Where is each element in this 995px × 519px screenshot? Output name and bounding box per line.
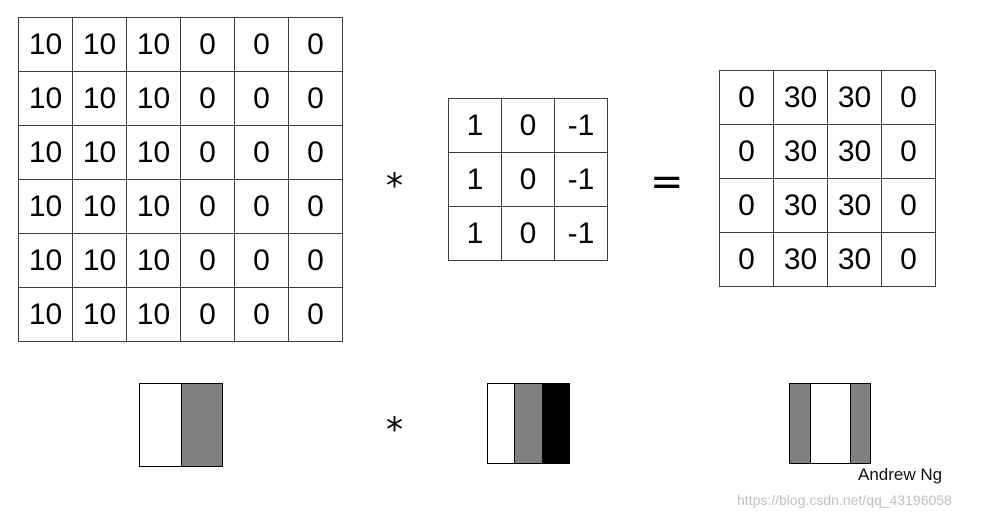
author-credit: Andrew Ng xyxy=(858,465,943,484)
matrix-cell: 30 xyxy=(773,124,828,179)
matrix-cell: 0 xyxy=(288,125,343,180)
matrix-cell: 1 xyxy=(448,206,502,261)
matrix-cell: 0 xyxy=(288,71,343,126)
equals-sign: = xyxy=(650,159,684,205)
matrix-cell: 10 xyxy=(126,125,181,180)
intensity-segment xyxy=(140,384,181,466)
matrix-cell: 0 xyxy=(501,98,555,153)
matrix-cell: 10 xyxy=(72,233,127,288)
matrix-cell: 10 xyxy=(72,125,127,180)
filter-intensity-bar xyxy=(487,383,570,464)
matrix-cell: 0 xyxy=(288,287,343,342)
matrix-cell: 10 xyxy=(72,17,127,72)
matrix-cell: 0 xyxy=(881,70,936,125)
intensity-segment xyxy=(790,384,810,463)
matrix-cell: 1 xyxy=(448,98,502,153)
matrix-cell: -1 xyxy=(554,152,608,207)
matrix-cell: 0 xyxy=(180,125,235,180)
matrix-cell: 1 xyxy=(448,152,502,207)
matrix-cell: 10 xyxy=(126,287,181,342)
convolution-operator-visual: * xyxy=(386,410,403,450)
matrix-cell: 30 xyxy=(827,178,882,233)
matrix-cell: 10 xyxy=(18,233,73,288)
matrix-cell: 10 xyxy=(126,17,181,72)
matrix-cell: 0 xyxy=(719,70,774,125)
matrix-cell: 0 xyxy=(881,232,936,287)
matrix-cell: 0 xyxy=(180,71,235,126)
matrix-cell: 10 xyxy=(126,179,181,234)
intensity-segment xyxy=(488,384,515,463)
matrix-cell: 0 xyxy=(881,124,936,179)
matrix-cell: 10 xyxy=(126,71,181,126)
matrix-cell: -1 xyxy=(554,206,608,261)
matrix-cell: 0 xyxy=(501,206,555,261)
matrix-cell: 0 xyxy=(234,287,289,342)
matrix-cell: 0 xyxy=(180,17,235,72)
matrix-cell: 10 xyxy=(18,71,73,126)
matrix-cell: 0 xyxy=(234,233,289,288)
matrix-cell: 10 xyxy=(72,179,127,234)
convolution-operator: * xyxy=(386,166,403,206)
matrix-cell: 0 xyxy=(180,233,235,288)
matrix-cell: 0 xyxy=(180,179,235,234)
matrix-cell: 10 xyxy=(72,71,127,126)
matrix-cell: 10 xyxy=(18,287,73,342)
matrix-cell: 0 xyxy=(234,125,289,180)
matrix-cell: 0 xyxy=(288,233,343,288)
matrix-cell: 0 xyxy=(288,17,343,72)
intensity-segment xyxy=(514,384,542,463)
intensity-segment xyxy=(180,384,222,466)
matrix-cell: 0 xyxy=(234,71,289,126)
matrix-cell: 10 xyxy=(72,287,127,342)
matrix-cell: 10 xyxy=(18,125,73,180)
matrix-cell: 0 xyxy=(881,178,936,233)
matrix-cell: 0 xyxy=(719,232,774,287)
matrix-cell: 30 xyxy=(773,232,828,287)
matrix-cell: 10 xyxy=(18,17,73,72)
matrix-cell: 0 xyxy=(288,179,343,234)
input-intensity-bar xyxy=(139,383,223,467)
matrix-cell: 0 xyxy=(180,287,235,342)
watermark-url: https://blog.csdn.net/qq_43196058 xyxy=(737,492,952,508)
matrix-cell: 10 xyxy=(18,179,73,234)
intensity-segment xyxy=(541,384,569,463)
matrix-cell: 30 xyxy=(773,70,828,125)
matrix-cell: 10 xyxy=(126,233,181,288)
matrix-cell: -1 xyxy=(554,98,608,153)
matrix-cell: 0 xyxy=(234,179,289,234)
matrix-cell: 30 xyxy=(827,232,882,287)
matrix-cell: 0 xyxy=(719,178,774,233)
intensity-segment xyxy=(809,384,850,463)
matrix-cell: 30 xyxy=(827,124,882,179)
matrix-cell: 0 xyxy=(234,17,289,72)
matrix-cell: 30 xyxy=(773,178,828,233)
matrix-cell: 0 xyxy=(719,124,774,179)
intensity-segment xyxy=(849,384,870,463)
matrix-cell: 0 xyxy=(501,152,555,207)
output-intensity-bar xyxy=(789,383,871,464)
matrix-cell: 30 xyxy=(827,70,882,125)
